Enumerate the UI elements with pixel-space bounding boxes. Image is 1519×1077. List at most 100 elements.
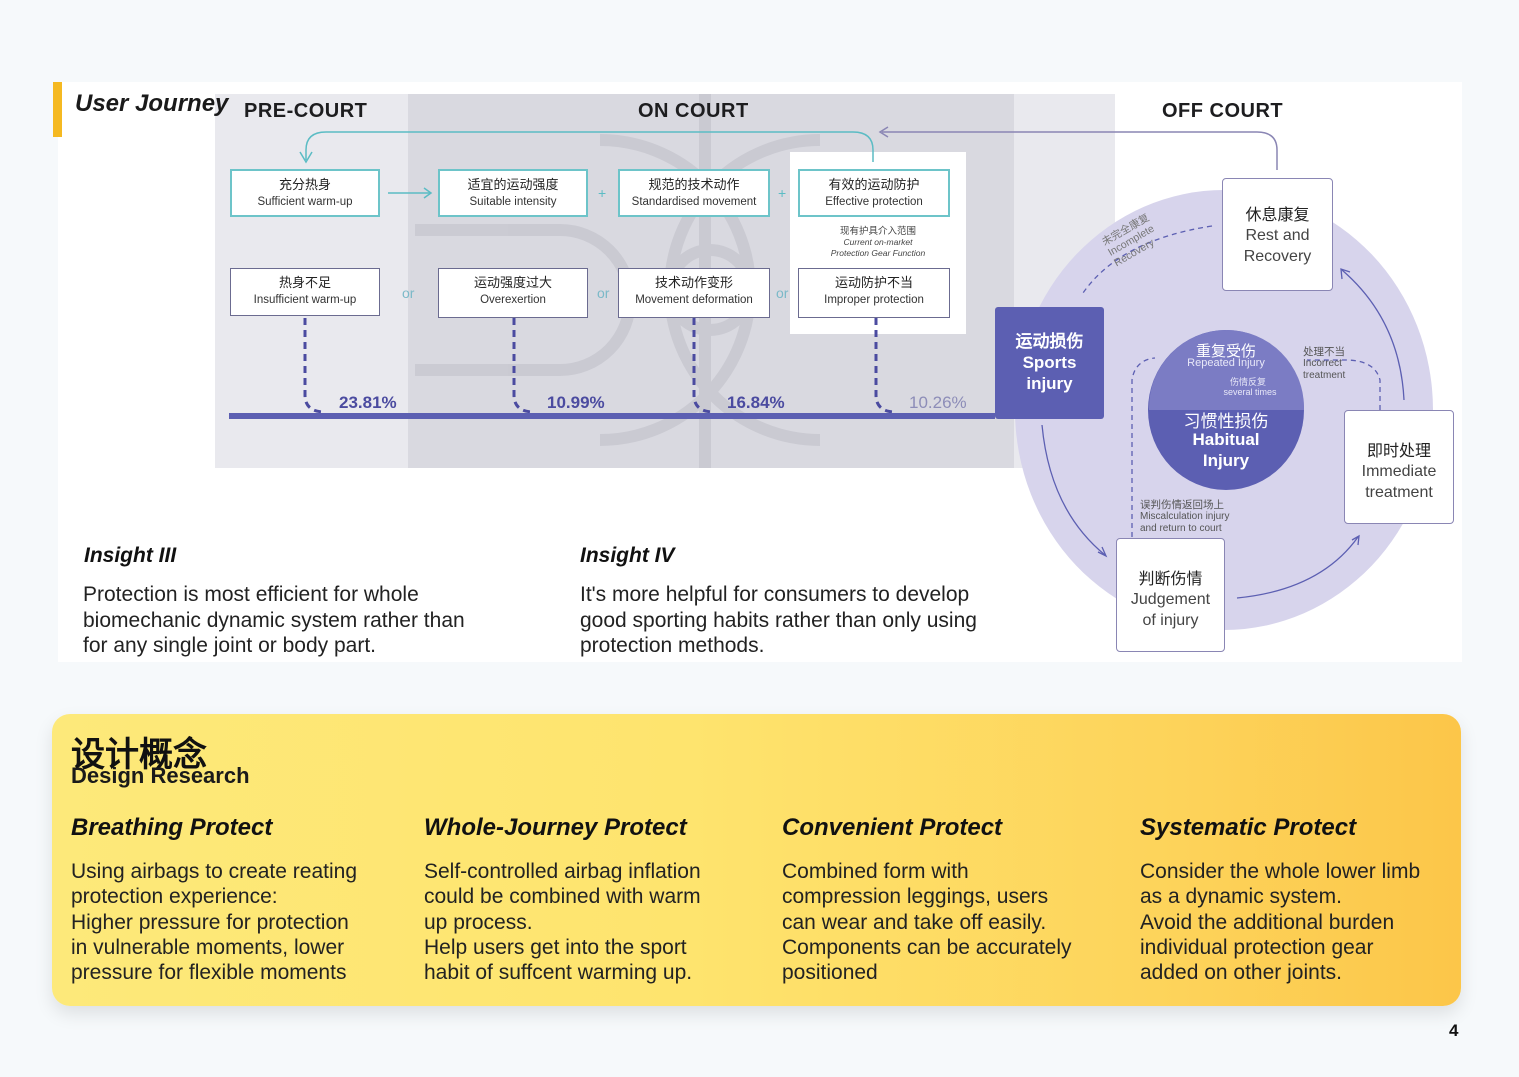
design-title-en: Design Research — [71, 763, 250, 788]
flow-connectors — [229, 126, 1278, 419]
plus-operator: + — [598, 185, 607, 201]
step-sufficient-warmup: 充分热身 Sufficient warm-up — [230, 169, 380, 217]
rest-en2: Recovery — [1243, 248, 1312, 265]
insight-4-text: It's more helpful for consumers to devel… — [580, 582, 977, 659]
col-line: Self-controlled airbag inflation — [424, 860, 701, 883]
breathing-protect-title: Breathing Protect — [71, 814, 273, 841]
sports-injury-cn: 运动损伤 — [1015, 332, 1084, 351]
insight-4-title: Insight IV — [580, 544, 675, 567]
immediate-treatment-box: 即时处理 Immediate treatment — [1344, 410, 1454, 524]
page-number: 4 — [1449, 1021, 1459, 1040]
incorrect-en2: treatment — [1303, 370, 1346, 381]
insight-3-text: Protection is most efficient for whole b… — [83, 582, 465, 659]
miscalc-en1: Miscalculation injury — [1140, 511, 1230, 522]
immediate-en1: Immediate — [1361, 463, 1437, 480]
or-operator: or — [597, 285, 610, 301]
step-en: Movement deformation — [635, 294, 753, 306]
step-overexertion: 运动强度过大 Overexertion — [438, 268, 588, 318]
step-cn: 技术动作变形 — [654, 275, 733, 290]
gear-note-en2: Protection Gear Function — [830, 248, 926, 258]
page-title: User Journey — [75, 90, 229, 117]
insight-line: protection methods. — [580, 634, 765, 657]
col-line: up process. — [424, 910, 533, 934]
step-en: Improper protection — [824, 294, 924, 306]
step-en: Suitable intensity — [469, 196, 557, 208]
immediate-cn: 即时处理 — [1366, 443, 1431, 460]
repeated-sub-en: several times — [1223, 387, 1277, 397]
step-insufficient-warmup: 热身不足 Insufficient warm-up — [230, 268, 380, 316]
insight-line: It's more helpful for consumers to devel… — [580, 583, 970, 606]
step-effective-protection: 有效的运动防护 Effective protection — [798, 169, 950, 217]
step-cn: 有效的运动防护 — [828, 177, 920, 192]
convenient-protect-text: Combined form with compression leggings,… — [782, 859, 1072, 985]
pct-intensity: 10.99% — [547, 393, 605, 412]
step-cn: 运动防护不当 — [834, 275, 913, 290]
incorrect-treatment-label: 处理不当 Incorrect treatment — [1303, 346, 1345, 382]
step-en: Sufficient warm-up — [257, 196, 353, 208]
col-line: protection experience: — [71, 885, 278, 909]
step-cn: 适宜的运动强度 — [467, 177, 559, 192]
repeated-en: Repeated Injury — [1187, 357, 1265, 369]
step-standardised-movement: 规范的技术动作 Standardised movement — [618, 169, 770, 217]
miscalc-cn: 误判伤情返回场上 — [1140, 499, 1224, 511]
col-line: Consider the whole lower limb — [1140, 860, 1421, 883]
gear-note-en1: Current on-market — [843, 237, 913, 247]
sports-injury-en1: Sports — [1022, 353, 1077, 372]
breathing-protect-text: Using airbags to create reating protecti… — [71, 859, 357, 985]
insight-line: biomechanic dynamic system rather than — [83, 608, 465, 632]
col-line: individual protection gear — [1140, 935, 1374, 959]
rest-recovery-box: 休息康复 Rest and Recovery — [1222, 178, 1333, 291]
cycle-arrows — [1041, 225, 1405, 599]
design-research-panel — [52, 714, 1461, 1006]
step-en: Standardised movement — [631, 196, 757, 208]
systematic-protect-text: Consider the whole lower limb as a dynam… — [1140, 859, 1420, 985]
col-line: positioned — [782, 961, 878, 985]
col-line: habit of suffcent warming up. — [424, 961, 693, 985]
col-line: as a dynamic system. — [1140, 885, 1342, 909]
insight-3-title: Insight III — [84, 544, 177, 567]
repeated-sub-cn: 伤情反复 — [1229, 377, 1266, 387]
col-line: in vulnerable moments, lower — [71, 935, 345, 959]
immediate-en2: treatment — [1365, 484, 1433, 501]
title-accent-bar — [53, 82, 62, 137]
or-operator: or — [402, 285, 415, 301]
phase-on-court: ON COURT — [638, 100, 749, 122]
judgement-cn: 判断伤情 — [1138, 571, 1203, 588]
col-line: could be combined with warm — [424, 885, 701, 909]
step-improper-protection: 运动防护不当 Improper protection — [798, 268, 950, 318]
insight-line: Protection is most efficient for whole — [83, 583, 419, 606]
judgement-en2: of injury — [1142, 612, 1199, 629]
rest-cn: 休息康复 — [1245, 207, 1310, 224]
sports-injury-en2: injury — [1026, 374, 1073, 393]
step-movement-deformation: 技术动作变形 Movement deformation — [618, 268, 770, 318]
habitual-en1: Habitual — [1192, 430, 1260, 449]
systematic-protect-title: Systematic Protect — [1140, 814, 1357, 841]
col-line: Help users get into the sport — [424, 935, 687, 959]
judgement-en1: Judgement — [1130, 591, 1211, 608]
whole-journey-protect-text: Self-controlled airbag inflation could b… — [424, 859, 701, 985]
repeated-cn: 重复受伤 — [1195, 343, 1256, 360]
step-suitable-intensity: 适宜的运动强度 Suitable intensity — [438, 169, 588, 217]
judgement-box: 判断伤情 Judgement of injury — [1116, 538, 1225, 652]
insight-line: good sporting habits rather than only us… — [580, 608, 977, 632]
miscalc-en2: and return to court — [1140, 523, 1222, 534]
col-line: Components can be accurately — [782, 935, 1072, 959]
col-line: compression leggings, users — [782, 885, 1049, 909]
step-cn: 运动强度过大 — [473, 275, 552, 290]
col-line: added on other joints. — [1140, 961, 1342, 985]
habitual-cn: 习惯性损伤 — [1183, 412, 1269, 431]
incorrect-cn: 处理不当 — [1303, 346, 1345, 358]
pct-protection: 10.26% — [909, 393, 967, 412]
col-line: Avoid the additional burden — [1140, 910, 1395, 934]
pct-movement: 16.84% — [727, 393, 785, 412]
phase-off-court: OFF COURT — [1162, 100, 1284, 122]
col-line: pressure for flexible moments — [71, 961, 347, 985]
gear-function-note: 现有护具介入范围 Current on-market Protection Ge… — [800, 226, 956, 259]
col-line: Combined form with — [782, 860, 969, 883]
design-title-cn: 设计概念 — [71, 736, 207, 774]
incorrect-en1: Incorrect — [1303, 358, 1342, 369]
step-cn: 规范的技术动作 — [648, 177, 740, 192]
col-line: can wear and take off easily. — [782, 910, 1047, 934]
col-line: Using airbags to create reating — [71, 860, 357, 883]
sports-injury-box: 运动损伤 Sports injury — [995, 307, 1104, 419]
